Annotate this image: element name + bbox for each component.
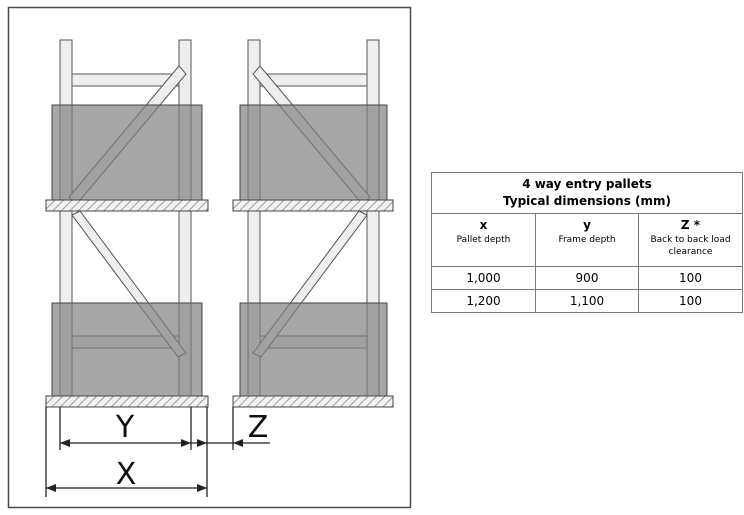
table-cell: 100 <box>638 266 743 290</box>
table-title-line1: 4 way entry pallets <box>522 177 652 191</box>
table-cell: 1,000 <box>431 266 536 290</box>
table-cell: 100 <box>638 289 743 313</box>
column-header-z: Z * Back to back load clearance <box>638 213 743 267</box>
right-rack-beams <box>232 199 394 408</box>
left-upper-pallet-load <box>51 104 203 201</box>
right-lower-beam <box>232 395 394 408</box>
column-header-x: x Pallet depth <box>431 213 536 267</box>
z-label: Z <box>248 410 269 445</box>
dimension-lines <box>45 407 270 497</box>
z-arrow-right <box>233 439 243 447</box>
table-cell: 900 <box>535 266 639 290</box>
table-row: 1,000 900 100 <box>431 266 743 290</box>
x-arrow-right <box>197 484 207 492</box>
right-upper-beam <box>232 199 394 212</box>
table-header-row: x Pallet depth y Frame depth Z * Back to… <box>431 213 743 267</box>
y-label: Y <box>115 410 135 445</box>
header-description: Frame depth <box>558 235 616 245</box>
header-description: Pallet depth <box>456 235 511 245</box>
right-top-horizontal-brace <box>259 73 368 87</box>
dimension-labels: Y Z X <box>115 410 268 492</box>
diagram-border <box>7 6 412 509</box>
table-title-line2: Typical dimensions (mm) <box>502 194 672 208</box>
header-symbol: x <box>479 218 488 232</box>
left-lower-beam <box>45 395 209 408</box>
dimensions-table: 4 way entry pallets Typical dimensions (… <box>431 172 743 313</box>
z-arrow-left <box>197 439 207 447</box>
table-cell: 1,200 <box>431 289 536 313</box>
right-rack-loads <box>239 104 388 397</box>
x-label: X <box>116 457 137 492</box>
table-row: 1,200 1,100 100 <box>431 289 743 313</box>
left-rack-beams <box>45 199 209 408</box>
header-symbol: Z * <box>680 218 701 232</box>
table-title: 4 way entry pallets Typical dimensions (… <box>431 172 743 214</box>
y-arrow-left <box>60 439 70 447</box>
header-symbol: y <box>583 218 591 232</box>
left-rack-loads <box>51 104 203 397</box>
right-lower-pallet-load <box>239 302 388 397</box>
left-top-horizontal-brace <box>71 73 180 87</box>
left-lower-pallet-load <box>51 302 203 397</box>
left-upper-beam <box>45 199 209 212</box>
header-description: Back to back load clearance <box>650 235 731 257</box>
table-cell: 1,100 <box>535 289 639 313</box>
table-title-row: 4 way entry pallets Typical dimensions (… <box>431 172 743 214</box>
column-header-y: y Frame depth <box>535 213 639 267</box>
right-upper-pallet-load <box>239 104 388 201</box>
rack-diagram: Y Z X <box>7 6 412 509</box>
y-arrow-right <box>181 439 191 447</box>
x-arrow-left <box>46 484 56 492</box>
